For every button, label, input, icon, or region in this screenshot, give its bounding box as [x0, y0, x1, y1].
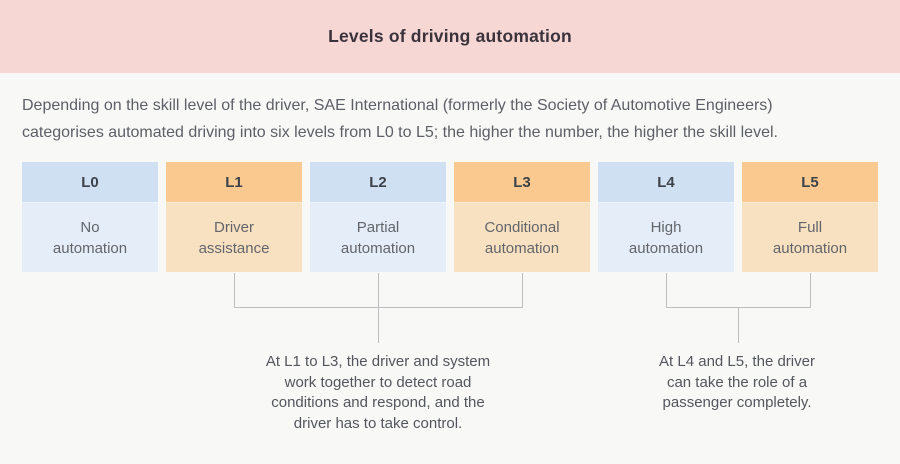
bracket-l4-l5	[666, 273, 811, 308]
level-code-l3: L3	[454, 162, 590, 203]
level-column-l4: L4 High automation	[598, 162, 734, 272]
level-label-l2: Partial automation	[310, 203, 446, 272]
title-bar: Levels of driving automation	[0, 0, 900, 73]
bracket-l4-l5-stem	[738, 308, 739, 343]
level-column-l2: L2 Partial automation	[310, 162, 446, 272]
annotation-l1-l3: At L1 to L3, the driver and system work …	[265, 353, 491, 432]
level-column-l1: L1 Driver assistance	[166, 162, 302, 272]
level-code-l5: L5	[742, 162, 878, 203]
level-code-l1: L1	[166, 162, 302, 203]
level-label-l3: Conditional automation	[454, 203, 590, 272]
level-label-l5: Full automation	[742, 203, 878, 272]
levels-table: L0 No automation L1 Driver assistance L2…	[22, 162, 878, 272]
level-label-l1: Driver assistance	[166, 203, 302, 272]
level-label-l0: No automation	[22, 203, 158, 272]
level-column-l3: L3 Conditional automation	[454, 162, 590, 272]
annotation-l4-l5: At L4 and L5, the driver can take the ro…	[659, 353, 815, 411]
level-code-l4: L4	[598, 162, 734, 203]
bracket-l1-l3-stem	[378, 273, 379, 343]
page-title: Levels of driving automation	[328, 26, 572, 46]
level-column-l5: L5 Full automation	[742, 162, 878, 272]
level-label-l4: High automation	[598, 203, 734, 272]
level-code-l0: L0	[22, 162, 158, 203]
level-code-l2: L2	[310, 162, 446, 203]
intro-text: Depending on the skill level of the driv…	[22, 97, 778, 141]
level-column-l0: L0 No automation	[22, 162, 158, 272]
